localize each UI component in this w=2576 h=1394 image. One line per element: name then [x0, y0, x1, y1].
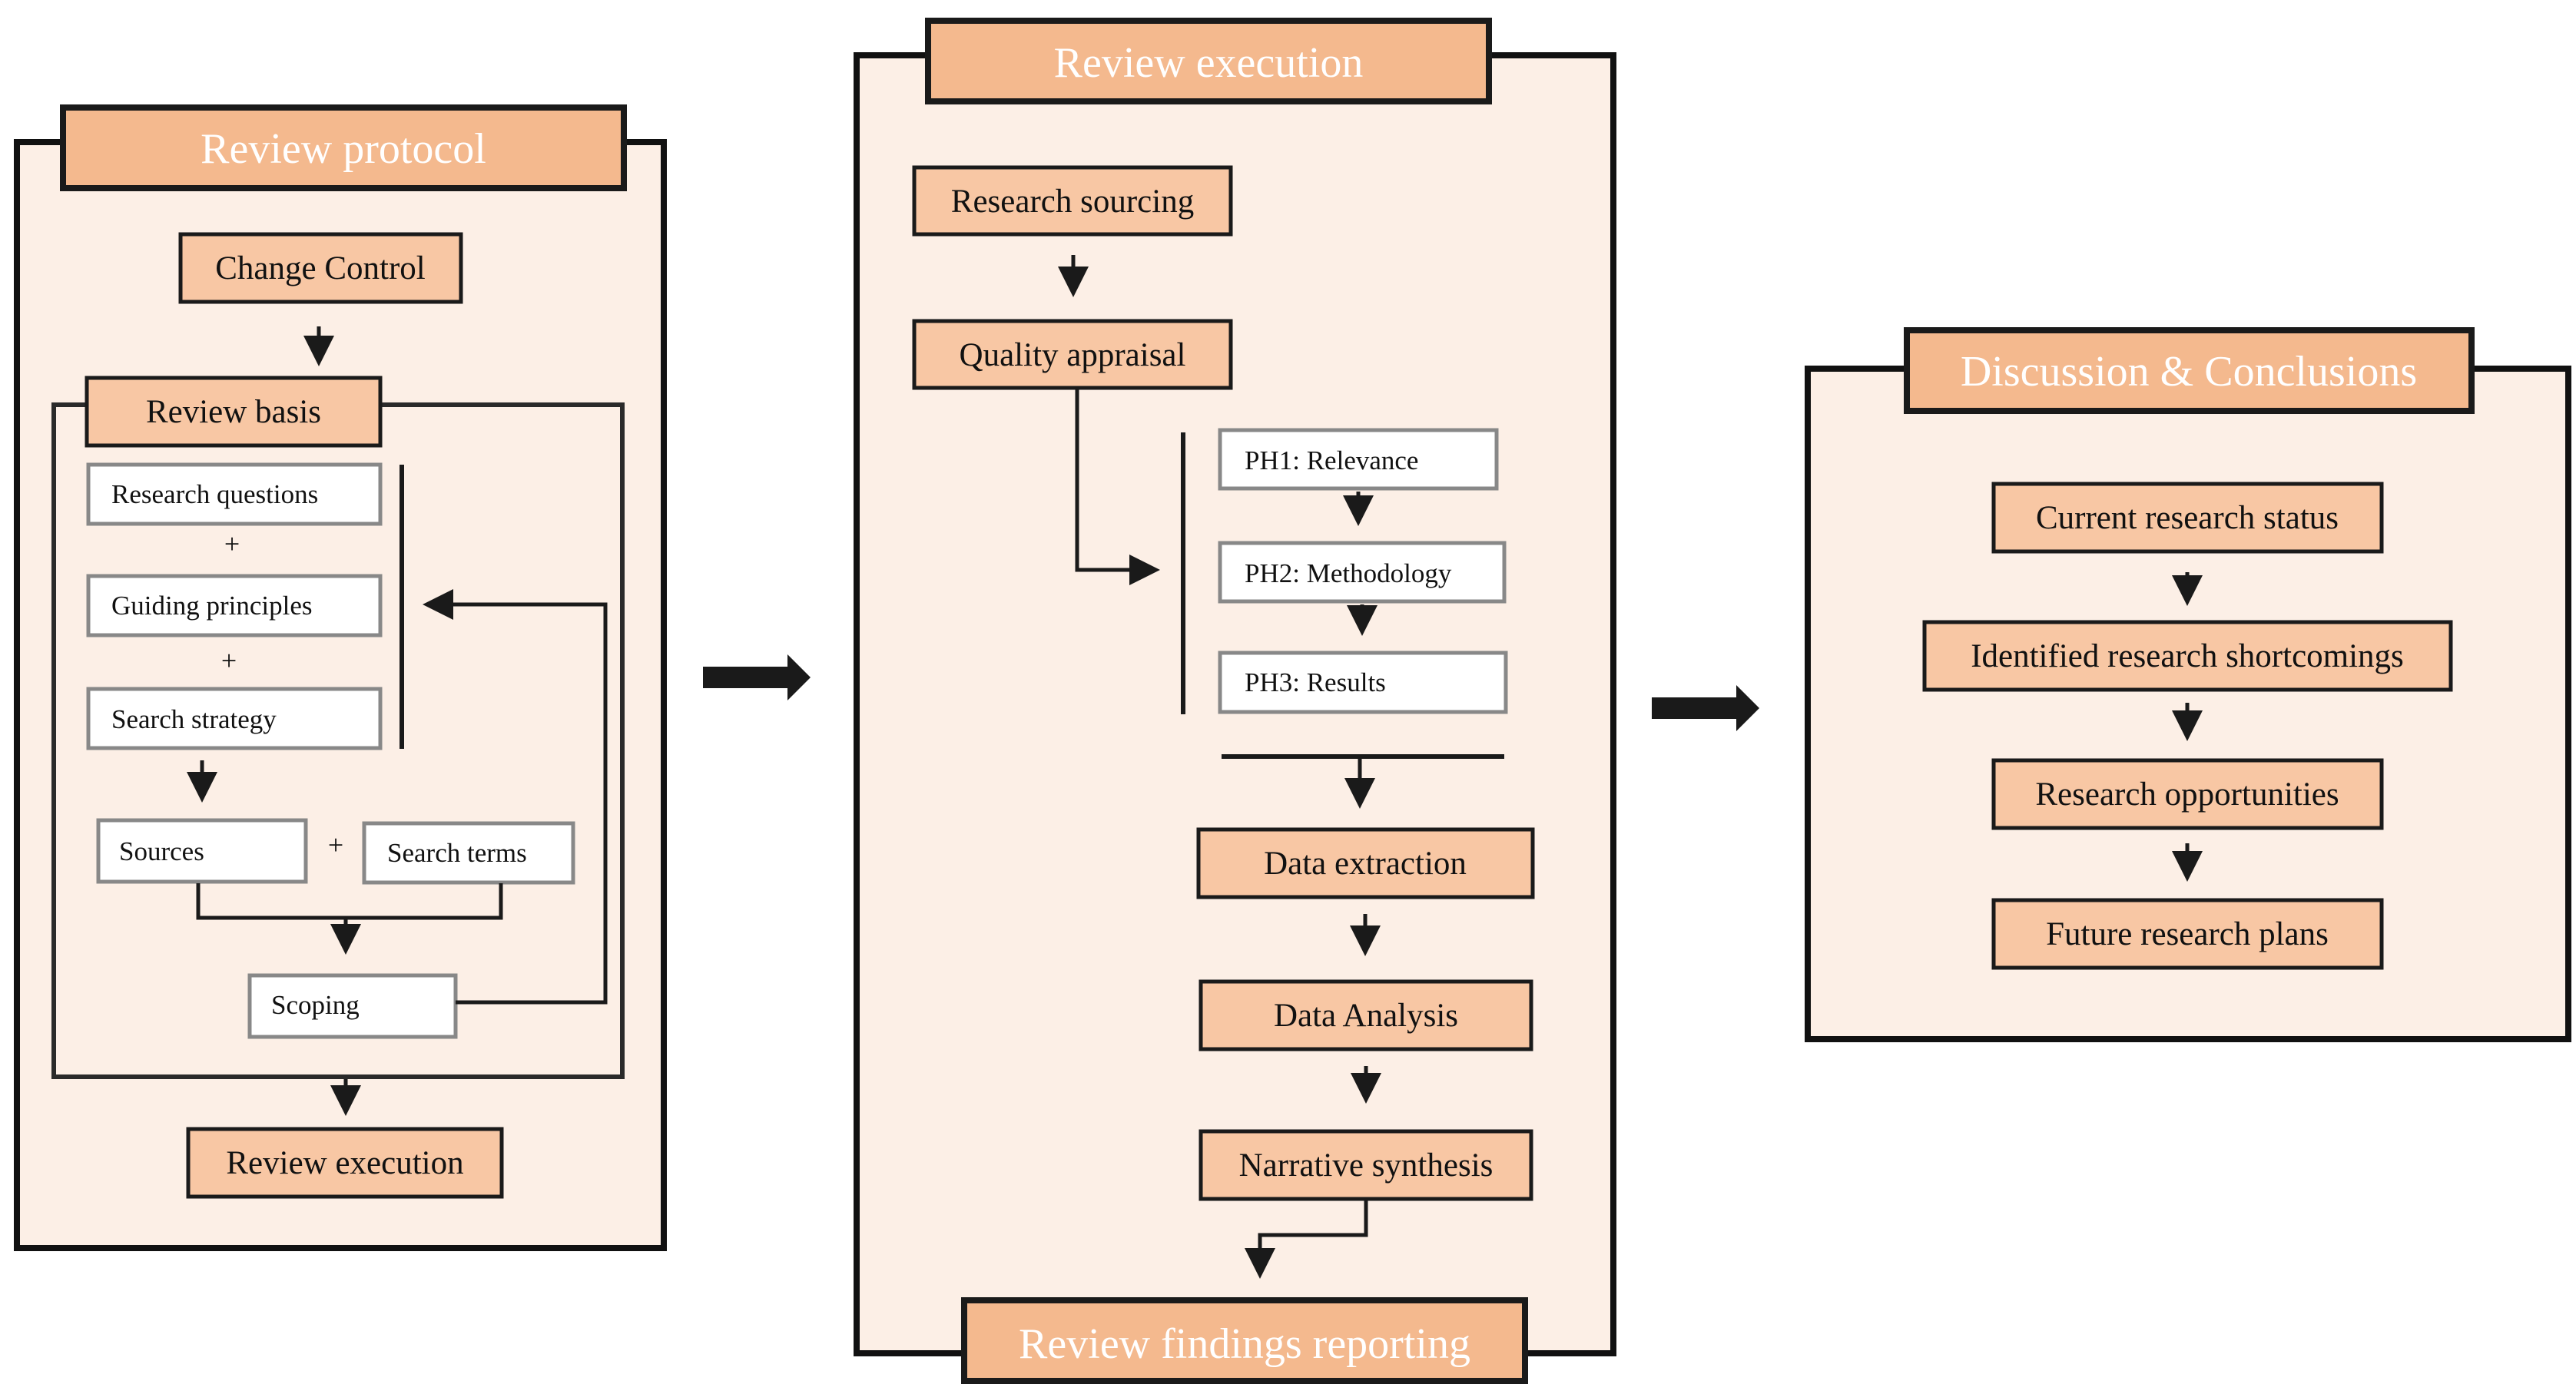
search-strategy-label: Search strategy: [111, 704, 277, 734]
ph3-results-label: PH3: Results: [1245, 667, 1386, 697]
review-basis-box: [85, 376, 383, 448]
sources-label: Sources: [119, 836, 204, 866]
shortcomings-label: Identified research shortcomings: [1971, 638, 2404, 674]
scoping-label: Scoping: [271, 990, 360, 1020]
guiding-principles-label: Guiding principles: [111, 591, 313, 621]
research-questions-box: [86, 462, 383, 526]
review-protocol-header: [60, 104, 627, 191]
search-strategy-box: [86, 687, 383, 750]
research-sourcing-box: [912, 165, 1233, 237]
ph1-relevance-box: [1218, 428, 1499, 491]
current-status-box: [1991, 482, 2384, 554]
future-plans-label: Future research plans: [2046, 916, 2329, 952]
review-execution-title: Review execution: [1054, 39, 1364, 87]
scoping-box: [247, 973, 458, 1039]
discussion-header: [1904, 327, 2475, 414]
arrow-scoping-feedback: [423, 589, 608, 1005]
arrow-synthesis-to-reporting: [1245, 1200, 1368, 1279]
ph1-relevance-label: PH1: Relevance: [1245, 445, 1418, 475]
narrative-synthesis-label: Narrative synthesis: [1239, 1147, 1494, 1184]
guiding-principles-box: [86, 574, 383, 637]
change-control-label: Change Control: [215, 250, 426, 286]
ph2-methodology-box: [1218, 541, 1507, 604]
ph3-results-box: [1218, 651, 1508, 714]
data-analysis-label: Data Analysis: [1274, 998, 1458, 1034]
flow-arrow-2: [1652, 685, 1759, 731]
search-terms-label: Search terms: [387, 838, 527, 868]
findings-reporting-header: [961, 1297, 1528, 1384]
narrative-synthesis-box: [1198, 1129, 1533, 1201]
research-questions-label: Research questions: [111, 479, 318, 509]
review-basis-label: Review basis: [146, 394, 321, 430]
findings-reporting-title: Review findings reporting: [1019, 1320, 1470, 1368]
shortcomings-box: [1922, 620, 2453, 692]
review-protocol-title: Review protocol: [201, 125, 486, 173]
review-execution-box: [186, 1127, 504, 1199]
data-analysis-box: [1198, 979, 1533, 1051]
data-extraction-label: Data extraction: [1264, 846, 1467, 882]
opportunities-label: Research opportunities: [2035, 776, 2339, 813]
review-execution-label: Review execution: [226, 1145, 463, 1181]
data-extraction-box: [1196, 827, 1535, 899]
change-control-box: [178, 232, 463, 304]
flow-arrow-1: [703, 654, 811, 700]
sources-box: [96, 818, 308, 884]
discussion-title: Discussion & Conclusions: [1961, 348, 2417, 396]
quality-appraisal-label: Quality appraisal: [960, 337, 1186, 373]
future-plans-box: [1991, 898, 2384, 970]
current-status-label: Current research status: [2036, 500, 2339, 536]
quality-appraisal-box: [912, 319, 1233, 390]
search-terms-box: [362, 821, 575, 885]
plus-sign: +: [224, 528, 240, 559]
opportunities-box: [1991, 758, 2384, 830]
plus-sign: +: [328, 829, 343, 860]
research-sourcing-label: Research sourcing: [951, 184, 1194, 220]
review-execution-header: [925, 18, 1492, 104]
arrow-quality-to-phases: [1075, 388, 1160, 585]
plus-sign: +: [221, 645, 237, 676]
ph2-methodology-label: PH2: Methodology: [1245, 558, 1452, 588]
sources-terms-merge-line: [196, 883, 503, 920]
